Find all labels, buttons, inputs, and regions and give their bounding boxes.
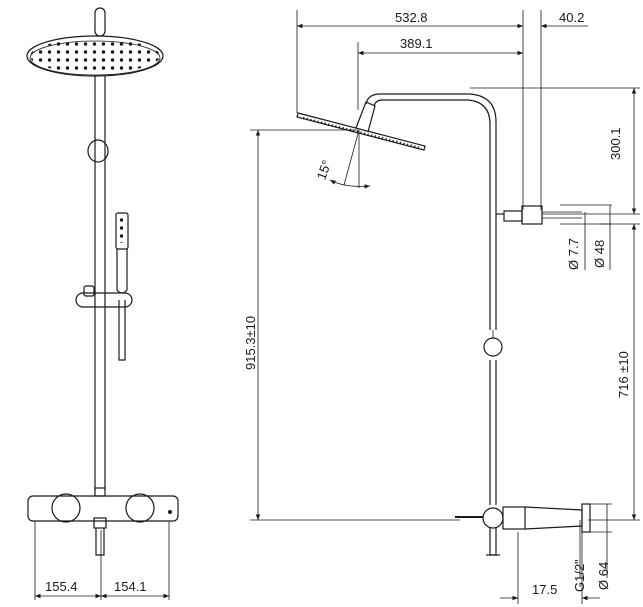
dim-arm-inner: 389.1 (400, 36, 433, 51)
dim-right-width: 154.1 (114, 579, 147, 594)
bath-spout (93, 517, 107, 556)
dim-inlet-plate: Ø 64 (596, 562, 611, 590)
side-mixer (455, 503, 591, 556)
dim-total-height: 915.3±10 (243, 316, 258, 370)
column-top-cap (94, 7, 106, 37)
dim-bracket-pipe: Ø 7.7 (566, 238, 581, 270)
side-wall-bracket (496, 205, 582, 225)
rain-shower-head (26, 35, 164, 77)
thermostatic-mixer (27, 493, 179, 523)
dim-column-height: 716 ±10 (616, 351, 631, 398)
side-slider-knob (483, 337, 503, 357)
dim-left-width: 155.4 (45, 579, 78, 594)
dim-head-drop: 300.1 (608, 127, 623, 160)
wall-bracket-knob (87, 139, 109, 163)
dim-wall-offset: 40.2 (559, 10, 584, 25)
dim-arm-length: 532.8 (395, 10, 428, 25)
dim-inlet-thread: G1/2" (572, 559, 587, 592)
dim-inlet-depth: 17.5 (532, 582, 557, 597)
side-view: 532.8 389.1 40.2 15° (243, 10, 640, 604)
diverter (94, 487, 106, 497)
shower-arm (365, 93, 497, 330)
dim-tilt-angle: 15° (314, 158, 335, 182)
side-shower-head (296, 101, 426, 151)
front-view: 155.4 154.1 (26, 7, 179, 600)
dim-bracket-plate: Ø 48 (592, 240, 607, 268)
hand-shower (115, 212, 129, 361)
slide-bar-slider (75, 285, 133, 308)
